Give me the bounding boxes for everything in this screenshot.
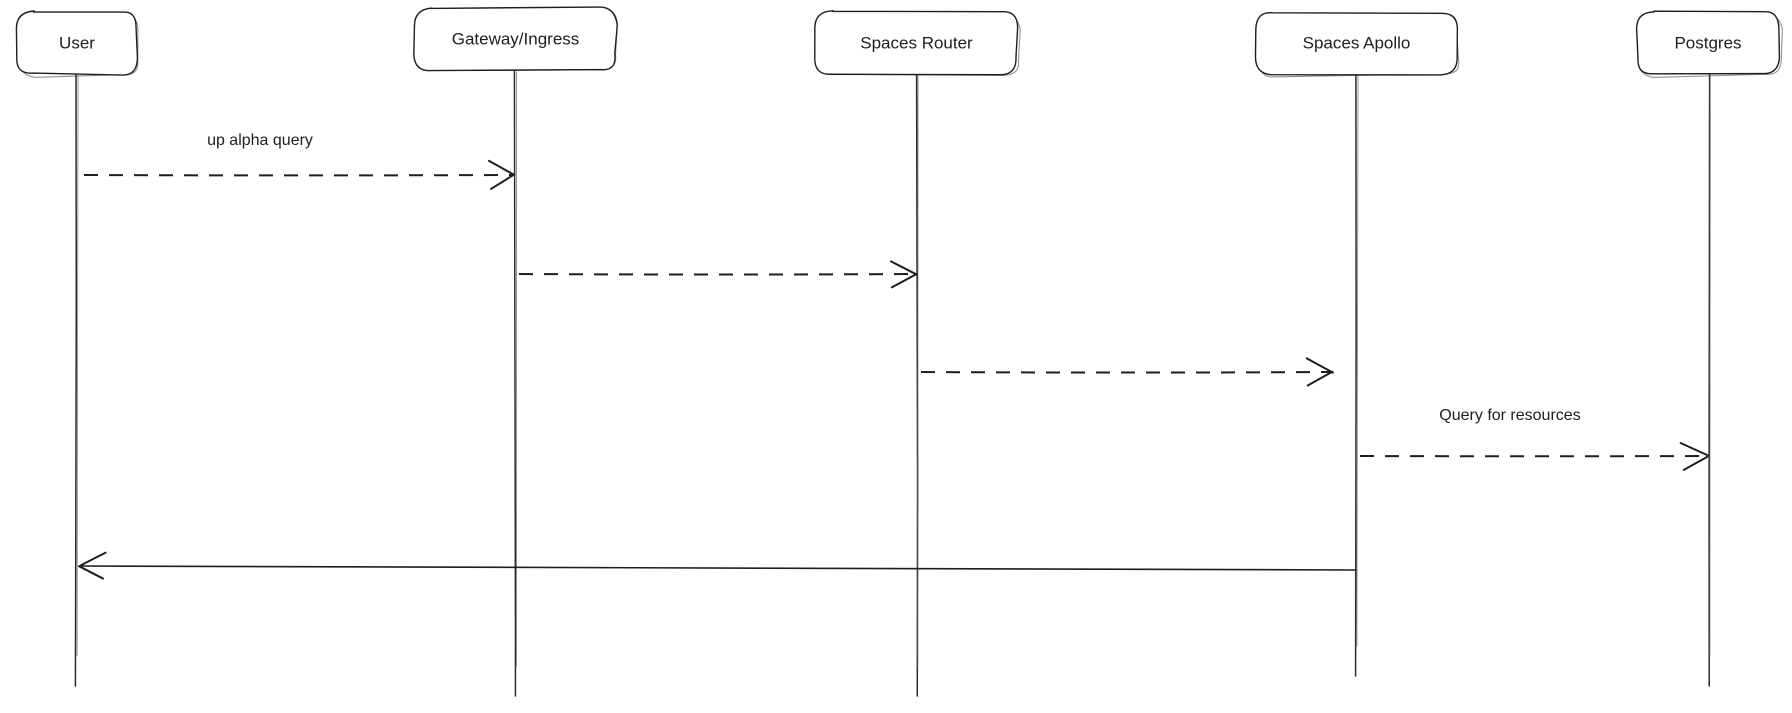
message-line [518, 273, 917, 276]
lifeline-router [915, 73, 919, 697]
participant-box-shape [814, 10, 1019, 76]
participant-postgres[interactable]: Postgres [1635, 10, 1783, 78]
message-label: up alpha query [207, 132, 313, 149]
arrowhead-stroke [889, 260, 918, 276]
arrowhead-icon [1305, 357, 1334, 387]
arrowhead-stroke [1679, 441, 1710, 457]
participant-box-shape [413, 6, 618, 72]
arrowhead-icon [889, 260, 918, 289]
participant-apollo[interactable]: Spaces Apollo [1254, 11, 1460, 78]
arrowhead-icon [488, 159, 516, 190]
arrowhead-icon [1679, 441, 1710, 471]
participant-gateway[interactable]: Gateway/Ingress [413, 6, 618, 72]
lifeline-stroke [513, 69, 517, 697]
participant-label: User [59, 33, 95, 52]
participant-label: Gateway/Ingress [452, 29, 580, 48]
participant-label: Spaces Apollo [1303, 33, 1411, 52]
message-line [920, 371, 1333, 374]
message-line [79, 565, 1357, 571]
lifeline-ghost-stroke [76, 75, 79, 657]
arrowhead-stroke [890, 272, 918, 289]
participants-layer: User Gateway/Ingress Spaces Router Spaces A… [15, 6, 1783, 78]
lifelines-layer [74, 69, 1711, 697]
message-label: Query for resources [1439, 407, 1580, 424]
participant-box-shape [15, 10, 139, 76]
message-msg-5[interactable] [78, 551, 1357, 580]
arrowhead-stroke [488, 159, 515, 176]
participant-box-shape [1635, 10, 1781, 75]
message-msg-3[interactable] [920, 357, 1334, 387]
lifeline-stroke [1354, 73, 1357, 677]
lifeline-gateway [513, 69, 518, 697]
participant-box-shape [1254, 11, 1459, 76]
arrowhead-stroke [78, 565, 104, 580]
arrowhead-stroke [1306, 370, 1334, 387]
message-msg-2[interactable] [518, 260, 918, 289]
arrowhead-icon [78, 551, 107, 580]
lifeline-stroke [1708, 73, 1711, 687]
lifeline-stroke [74, 73, 78, 687]
participant-label: Postgres [1674, 33, 1741, 52]
lifeline-apollo [1354, 73, 1359, 677]
participant-user[interactable]: User [15, 10, 139, 78]
arrowhead-stroke [1305, 357, 1334, 374]
lifeline-ghost-stroke [1356, 75, 1359, 647]
arrowhead-stroke [1682, 455, 1709, 471]
lifeline-user [74, 73, 79, 687]
participant-router[interactable]: Spaces Router [814, 10, 1021, 76]
arrowhead-stroke [490, 173, 516, 190]
message-msg-1[interactable]: up alpha query [83, 132, 516, 190]
lifeline-postgres [1708, 73, 1711, 687]
arrowhead-stroke [79, 551, 107, 567]
message-msg-4[interactable]: Query for resources [1359, 407, 1710, 471]
participant-label: Spaces Router [860, 33, 973, 52]
